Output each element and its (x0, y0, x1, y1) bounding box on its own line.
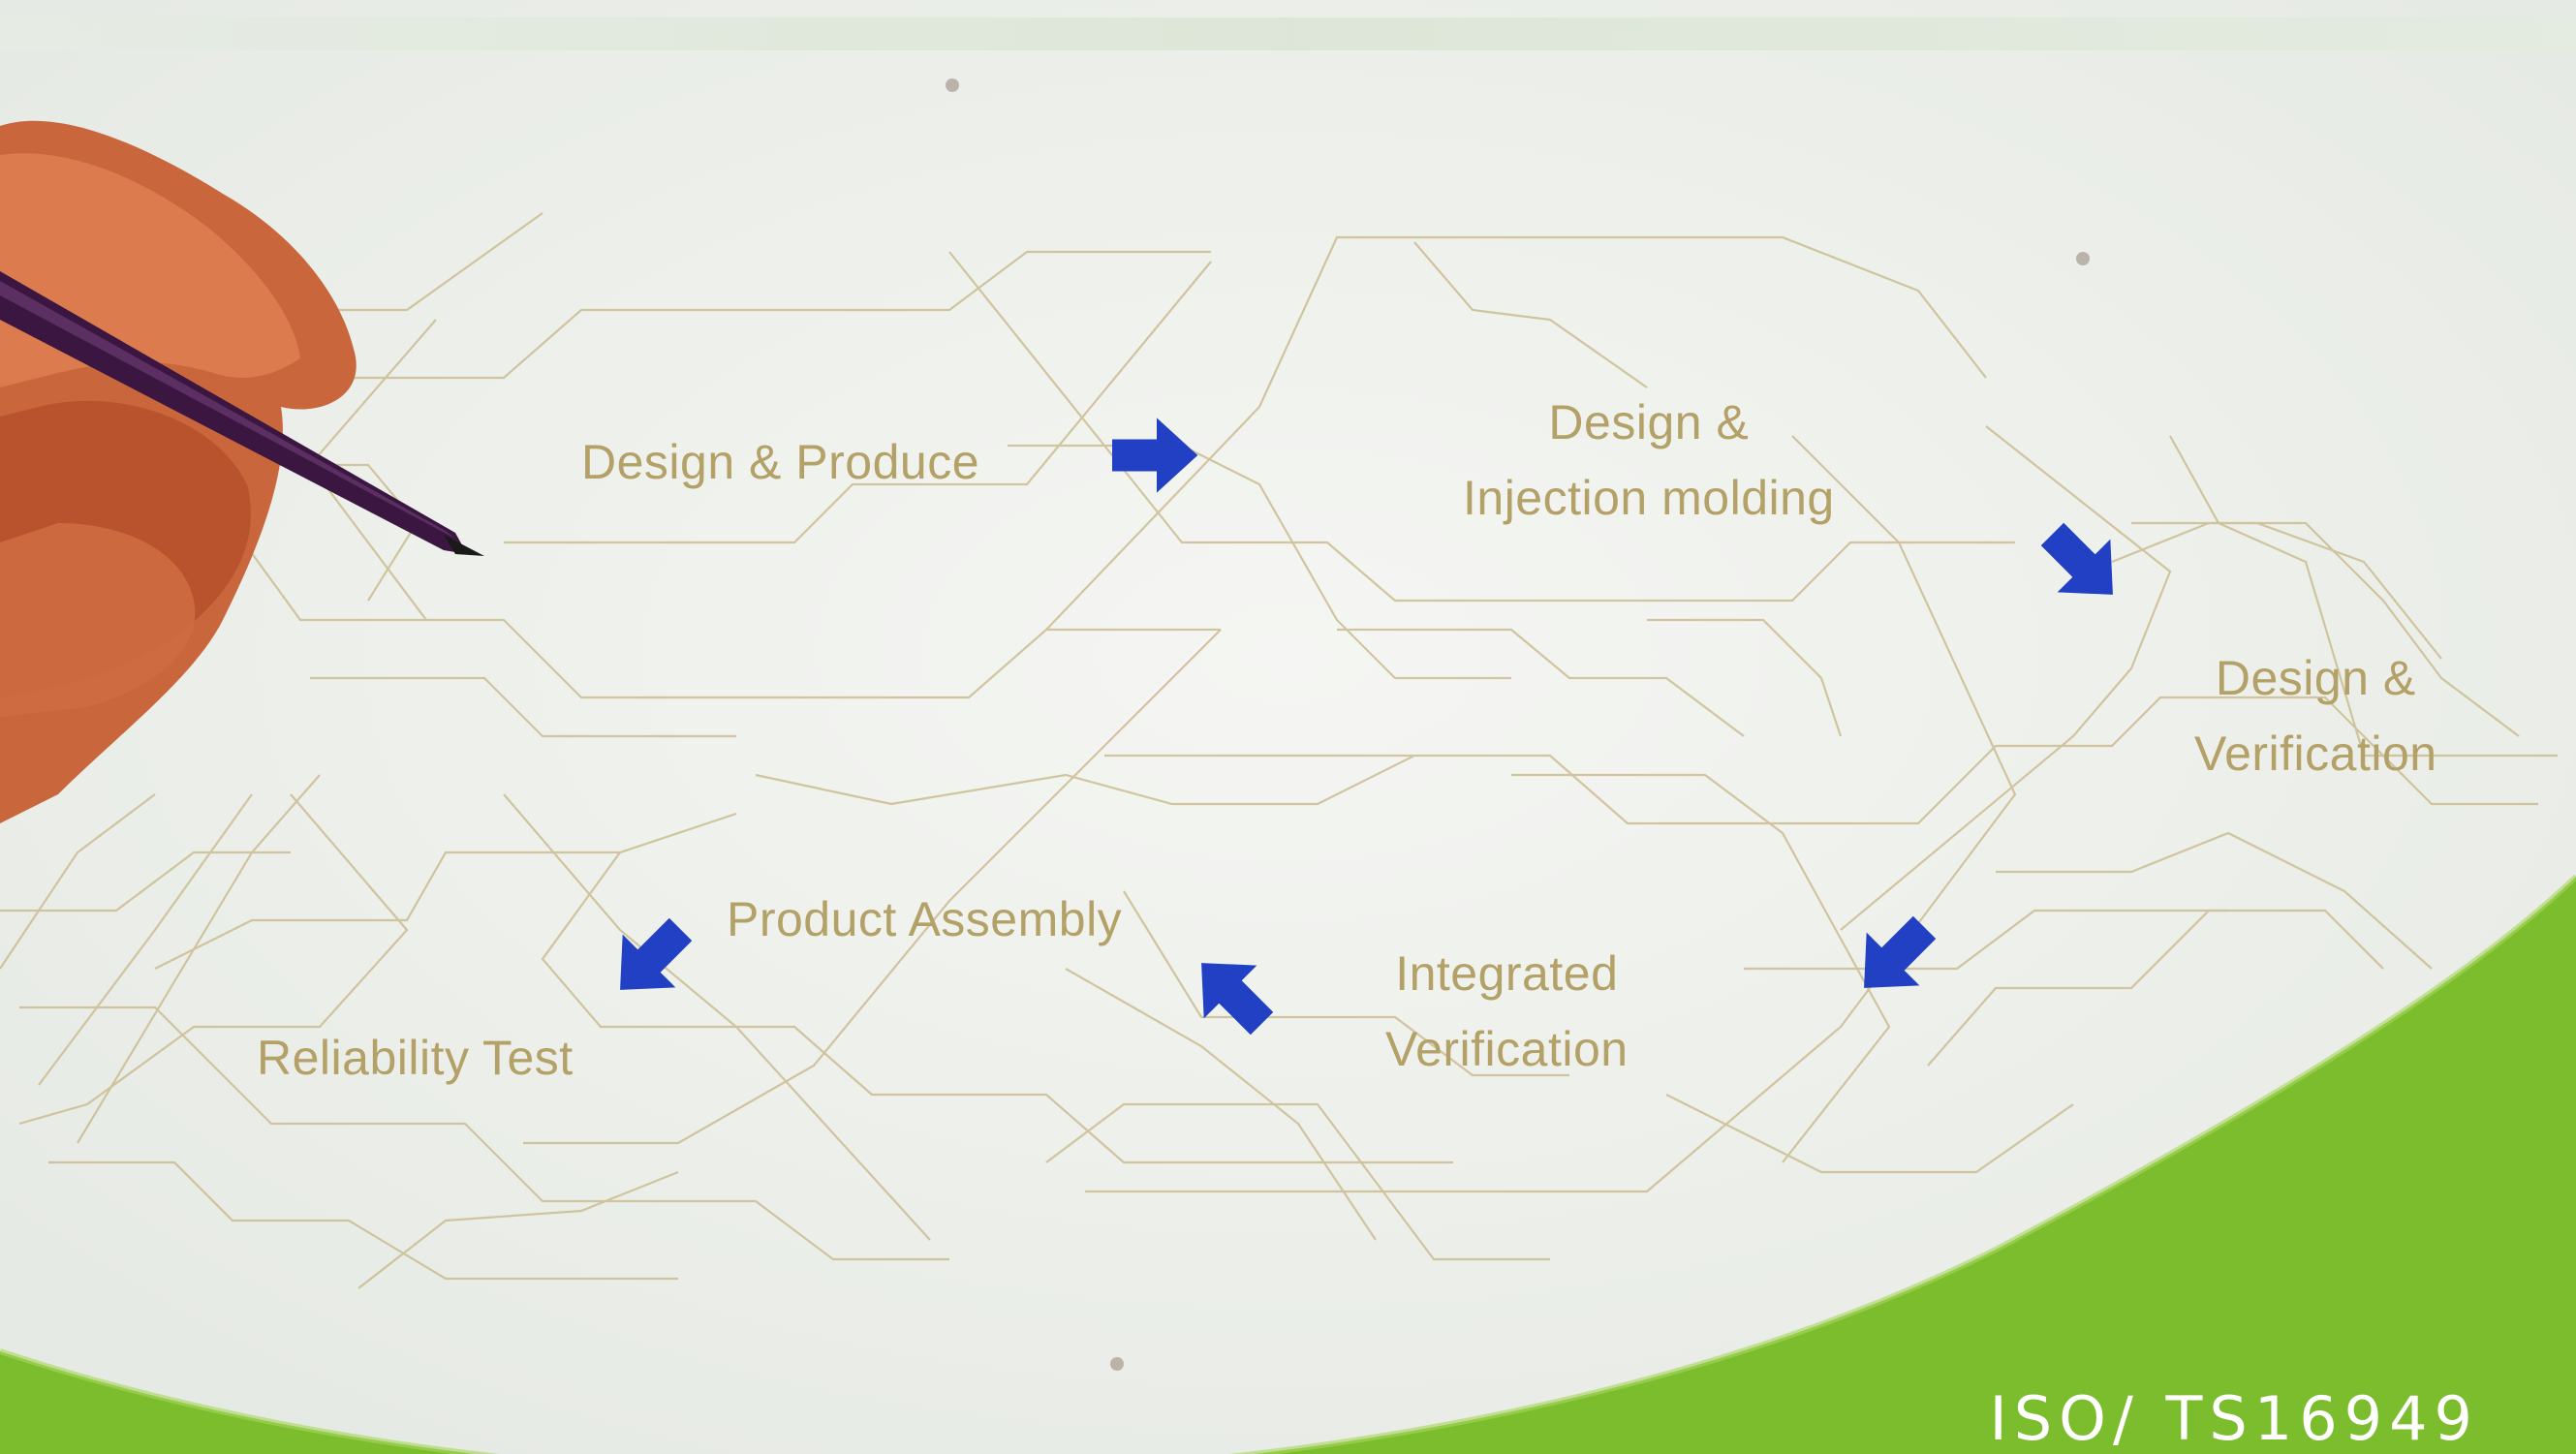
top-band (0, 17, 2576, 50)
step-label-text: Reliability Test (257, 1031, 574, 1085)
arrow-down-left-icon (605, 916, 694, 1005)
green-sweep-shape (0, 877, 2576, 1454)
arrow-up-left-icon (1186, 947, 1275, 1036)
step-design-injection-molding: Design & Injection molding (1463, 385, 1835, 536)
arrow-down-left-icon (1848, 914, 1938, 1004)
dot (1110, 1357, 1124, 1371)
step-product-assembly: Product Assembly (727, 882, 1122, 957)
arrow-down-right-icon (2039, 521, 2128, 610)
step-label-line2: Verification (2194, 727, 2437, 781)
step-reliability-test: Reliability Test (257, 1020, 574, 1096)
step-integrated-verification: Integrated Verification (1385, 936, 1629, 1087)
certification-label: ISO/ TS16949 (1989, 1383, 2479, 1454)
step-design-verification: Design & Verification (2194, 640, 2437, 791)
circuit-lines (0, 212, 2558, 1289)
step-label-line1: Integrated (1395, 946, 1619, 1001)
hand-holding-pen-icon (0, 120, 484, 823)
step-label-line2: Verification (1385, 1022, 1629, 1076)
step-design-produce: Design & Produce (581, 424, 979, 500)
dot (946, 78, 959, 92)
step-label-text: Product Assembly (727, 892, 1123, 946)
step-label-line1: Design & (2215, 651, 2416, 705)
step-label-line2: Injection molding (1463, 471, 1835, 525)
step-label-line1: Design & (1548, 395, 1750, 449)
arrow-right-icon (1112, 411, 1201, 500)
step-label-text: Design & Produce (581, 435, 980, 489)
dot (2076, 252, 2090, 265)
